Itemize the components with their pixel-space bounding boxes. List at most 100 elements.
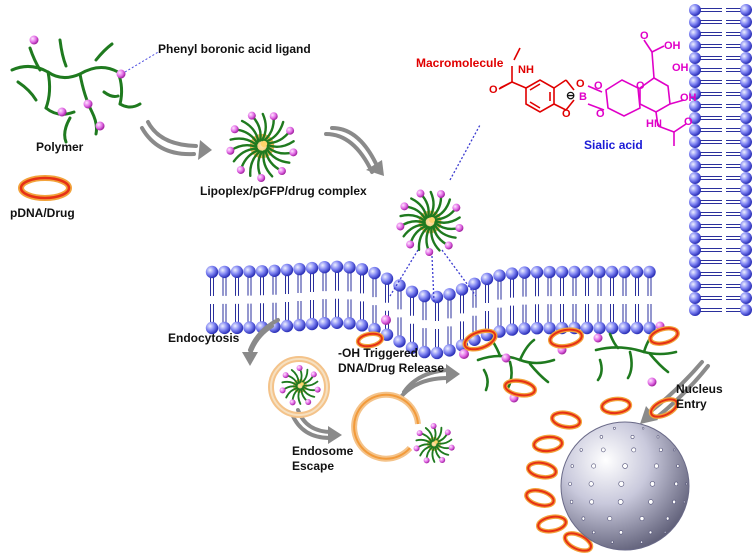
nuclear-pore — [673, 448, 676, 452]
binding-lines — [389, 124, 481, 303]
lipid-head — [689, 184, 701, 196]
dna-ring — [563, 532, 593, 552]
lipid-head — [218, 265, 231, 279]
lipid-head — [740, 196, 752, 208]
lipid-head — [593, 321, 606, 335]
ester-o-1: O — [594, 80, 603, 92]
lipid-head — [530, 266, 544, 279]
carboxyl-o: O — [640, 30, 649, 42]
ligand-bead — [448, 444, 455, 451]
ligand-bead — [425, 247, 434, 256]
acetyl-o: O — [684, 116, 693, 128]
ligand-bead — [455, 223, 464, 232]
ligand-label: Phenyl boronic acid ligand — [158, 42, 311, 56]
ligand-bead — [289, 399, 296, 406]
ligand-bead — [286, 126, 295, 135]
ligand-bead — [230, 125, 239, 134]
lipid-head — [740, 28, 752, 40]
carboxyl-oh-1: OH — [664, 40, 681, 52]
ligand-bead — [413, 445, 420, 452]
lipid-head — [243, 321, 256, 334]
nucleus-label-1: Nucleus — [676, 382, 723, 396]
hydroxyl-oh-3: OH — [680, 92, 697, 104]
lipid-head — [380, 272, 394, 285]
lipid-head — [689, 64, 701, 76]
lipid-head — [740, 304, 752, 316]
nuclear-pore — [610, 540, 614, 544]
nuclear-pore — [654, 463, 659, 469]
lipid-head — [689, 160, 701, 172]
ligand-bead — [444, 241, 453, 250]
endocytosis-label: Endocytosis — [168, 331, 240, 345]
lipid-head — [318, 316, 331, 330]
lipid-head — [740, 136, 752, 148]
lipid-head — [493, 269, 506, 282]
lipid-head — [689, 268, 701, 280]
lipid-head — [689, 76, 701, 88]
vertical-membrane — [689, 4, 752, 316]
lipid-head — [568, 265, 581, 279]
nuclear-pore — [672, 499, 676, 505]
nuclear-pore — [648, 530, 653, 535]
sialic-acid-structure — [498, 39, 687, 146]
lipid-head — [555, 265, 569, 279]
lipid-head — [689, 220, 701, 232]
lipid-head — [689, 244, 701, 256]
macromolecule-label: Macromolecule — [416, 56, 504, 70]
lipid-head — [543, 321, 556, 335]
dna-ring — [463, 329, 497, 351]
ligand-bead — [439, 457, 446, 464]
nuclear-pore — [676, 464, 680, 468]
lipid-head — [255, 265, 269, 278]
dna-ring — [551, 411, 581, 429]
lipid-head — [630, 321, 644, 335]
lipid-head — [740, 172, 752, 184]
dna-ring — [601, 397, 631, 415]
lipid-head — [605, 265, 619, 279]
lipid-head — [280, 319, 294, 333]
pdna-ring — [18, 175, 72, 201]
nuclear-pore — [639, 516, 645, 522]
nuclear-pore — [674, 481, 679, 487]
ligand-bead — [282, 372, 289, 379]
lipid-head — [689, 232, 701, 244]
lipid-head — [393, 279, 406, 292]
ligand-bead — [310, 371, 317, 378]
dna-ring — [527, 461, 557, 479]
lipid-head — [689, 208, 701, 220]
nuclear-pore — [613, 426, 616, 430]
lipid-head — [355, 263, 369, 276]
lipoplex-complex-escape — [413, 423, 455, 464]
ligand-bead — [416, 430, 423, 437]
ligand-bead — [406, 240, 415, 249]
lipid-head — [689, 172, 701, 184]
ligand-bead — [436, 190, 445, 199]
ligand-bead — [236, 165, 245, 174]
ligand-bead — [279, 387, 286, 394]
lipid-head — [689, 16, 701, 28]
lipoplex-complex — [226, 111, 298, 182]
lipid-head — [443, 288, 456, 301]
nuclear-pore — [658, 447, 663, 452]
lipid-head — [393, 335, 406, 348]
lipid-head — [530, 322, 544, 335]
lipid-head — [740, 256, 752, 268]
lipid-head — [740, 208, 752, 220]
lipid-head — [689, 304, 701, 316]
lipid-head — [689, 136, 701, 148]
carbonyl-o: O — [489, 84, 498, 96]
nuclear-pore — [630, 434, 635, 439]
released-ligands — [381, 315, 665, 403]
boron-charge: ⊖ — [566, 90, 576, 102]
ring-o: O — [636, 80, 645, 92]
nuclear-pore — [617, 499, 624, 505]
lipid-head — [689, 100, 701, 112]
dna-ring — [533, 435, 563, 453]
lipid-head — [740, 124, 752, 136]
nuclear-pore — [589, 499, 595, 505]
lipid-head — [740, 184, 752, 196]
lipid-head — [580, 265, 594, 279]
ligand-bead — [305, 399, 312, 406]
lipid-head — [343, 317, 356, 330]
nuclear-pores — [568, 426, 688, 544]
